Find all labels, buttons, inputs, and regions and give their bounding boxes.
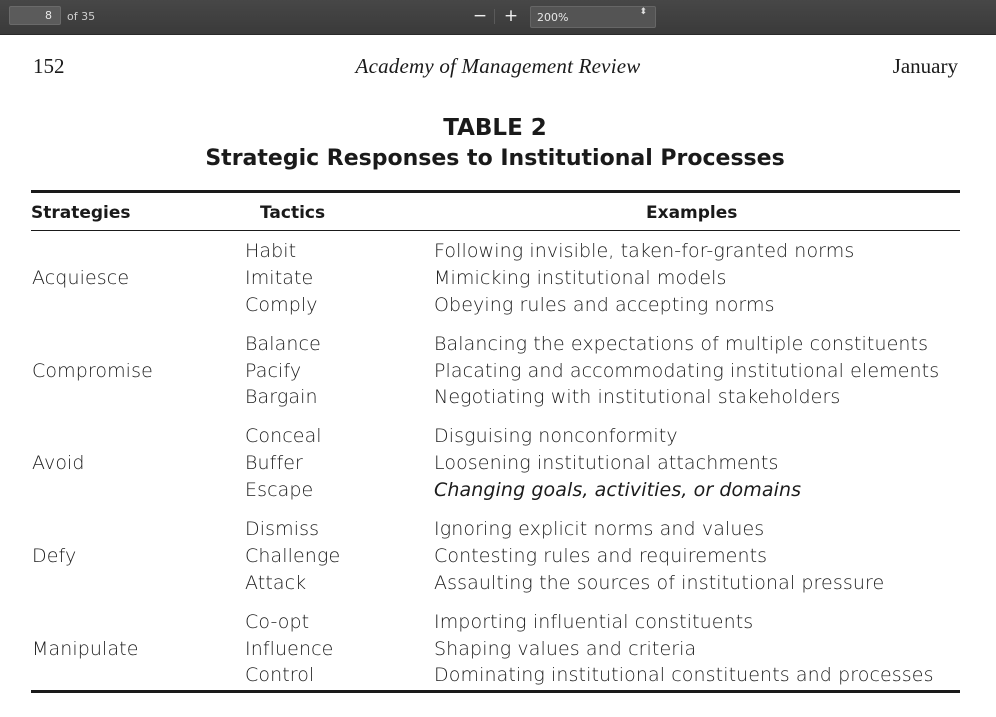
example-cell: Balancing the expectations of multiple c… xyxy=(434,333,929,355)
tactic-cell: Imitate xyxy=(245,267,314,289)
page-count-label: of 35 xyxy=(67,10,96,23)
strategy-cell: Acquiesce xyxy=(32,267,130,289)
column-header-strategies: Strategies xyxy=(31,203,131,223)
tactic-cell: Influence xyxy=(245,638,334,660)
example-cell: Following invisible, taken-for-granted n… xyxy=(434,240,855,262)
example-cell: Shaping values and criteria xyxy=(434,638,697,660)
table-title: Strategic Responses to Institutional Pro… xyxy=(205,146,785,171)
page-number-input[interactable]: 8 xyxy=(9,6,61,25)
journal-title: Academy of Management Review xyxy=(355,54,641,78)
tactic-cell: Bargain xyxy=(245,386,318,408)
page-number: 152 xyxy=(33,54,65,78)
example-cell: Contesting rules and requirements xyxy=(434,545,768,567)
tactic-cell: Co-opt xyxy=(245,611,310,633)
column-header-examples: Examples xyxy=(646,203,738,223)
tactic-cell: Conceal xyxy=(245,425,322,447)
example-cell: Negotiating with institutional stakehold… xyxy=(434,386,841,408)
zoom-in-button[interactable]: + xyxy=(503,6,519,26)
table-label: TABLE 2 xyxy=(443,115,547,141)
zoom-separator xyxy=(494,9,495,24)
tactic-cell: Dismiss xyxy=(245,518,320,540)
example-cell: Importing influential constituents xyxy=(434,611,754,633)
zoom-select[interactable]: 200% ⬍ xyxy=(530,6,656,28)
example-cell: Changing goals, activities, or domains xyxy=(434,479,802,501)
zoom-value: 200% xyxy=(537,11,569,24)
tactic-cell: Attack xyxy=(245,572,307,594)
select-arrows-icon: ⬍ xyxy=(639,7,647,17)
table-bottom-rule xyxy=(31,690,960,693)
example-cell: Dominating institutional constituents an… xyxy=(434,664,934,686)
strategy-cell: Defy xyxy=(32,545,77,567)
viewer-toolbar: 8 of 35 − + 200% ⬍ xyxy=(0,0,996,35)
tactic-cell: Escape xyxy=(245,479,314,501)
tactic-cell: Habit xyxy=(245,240,297,262)
strategy-cell: Manipulate xyxy=(32,638,139,660)
column-header-tactics: Tactics xyxy=(260,203,326,223)
example-cell: Mimicking institutional models xyxy=(434,267,727,289)
example-cell: Ignoring explicit norms and values xyxy=(434,518,765,540)
tactic-cell: Balance xyxy=(245,333,321,355)
issue-month: January xyxy=(892,54,958,78)
tactic-cell: Comply xyxy=(245,294,318,316)
example-cell: Obeying rules and accepting norms xyxy=(434,294,775,316)
tactic-cell: Pacify xyxy=(245,360,302,382)
document-page: 152 Academy of Management Review January… xyxy=(0,35,996,717)
table-header-rule xyxy=(31,230,960,231)
tactic-cell: Challenge xyxy=(245,545,341,567)
example-cell: Disguising nonconformity xyxy=(434,425,678,447)
strategy-cell: Avoid xyxy=(32,452,85,474)
table-top-rule xyxy=(31,190,960,193)
example-cell: Placating and accommodating institutiona… xyxy=(434,360,940,382)
example-cell: Assaulting the sources of institutional … xyxy=(434,572,885,594)
zoom-out-button[interactable]: − xyxy=(472,6,488,26)
example-cell: Loosening institutional attachments xyxy=(434,452,779,474)
strategy-cell: Compromise xyxy=(32,360,153,382)
tactic-cell: Buffer xyxy=(245,452,303,474)
tactic-cell: Control xyxy=(245,664,315,686)
